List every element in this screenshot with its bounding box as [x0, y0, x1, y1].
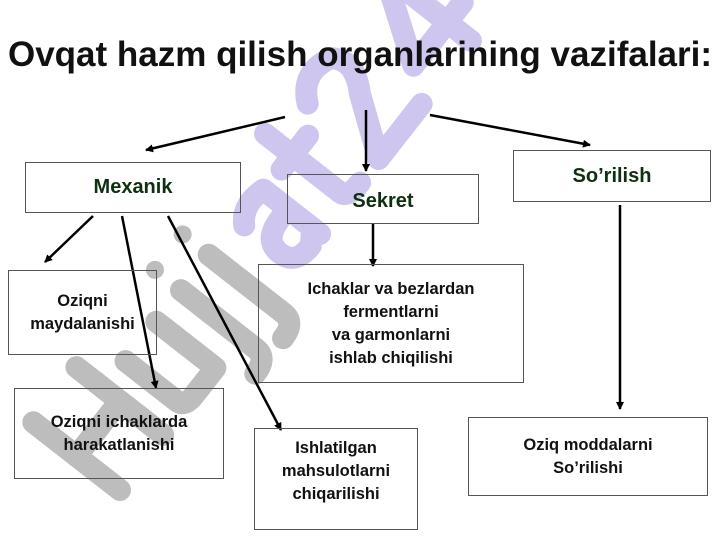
item-oziq-sorilishi: Oziq moddalarni So’rilishi: [468, 417, 708, 496]
watermark-part-purple: [232, 0, 482, 269]
arrow-mexanik-chiqarilishi: [166, 215, 283, 431]
watermark-part-gray: [22, 225, 301, 501]
arrow-title-sorilish: [429, 113, 591, 148]
arrow-mexanik-maydalanishi: [44, 215, 94, 263]
item-chiqarilishi: Ishlatilgan mahsulotlarni chiqarilishi: [254, 428, 418, 530]
page-title: Ovqat hazm qilish organlarining vazifala…: [7, 35, 713, 74]
category-sekret: Sekret: [287, 174, 479, 224]
item-harakatlanishi: Oziqni ichaklarda harakatlanishi: [14, 388, 224, 479]
arrow-mexanik-harakatlanishi: [120, 215, 159, 389]
arrow-title-mexanik: [145, 115, 286, 153]
item-maydalanishi: Oziqni maydalanishi: [8, 270, 157, 355]
item-fermentlar: Ichaklar va bezlardan fermentlarni va ga…: [258, 264, 524, 383]
category-mexanik: Mexanik: [25, 162, 241, 213]
category-sorilish: So’rilish: [513, 150, 711, 202]
